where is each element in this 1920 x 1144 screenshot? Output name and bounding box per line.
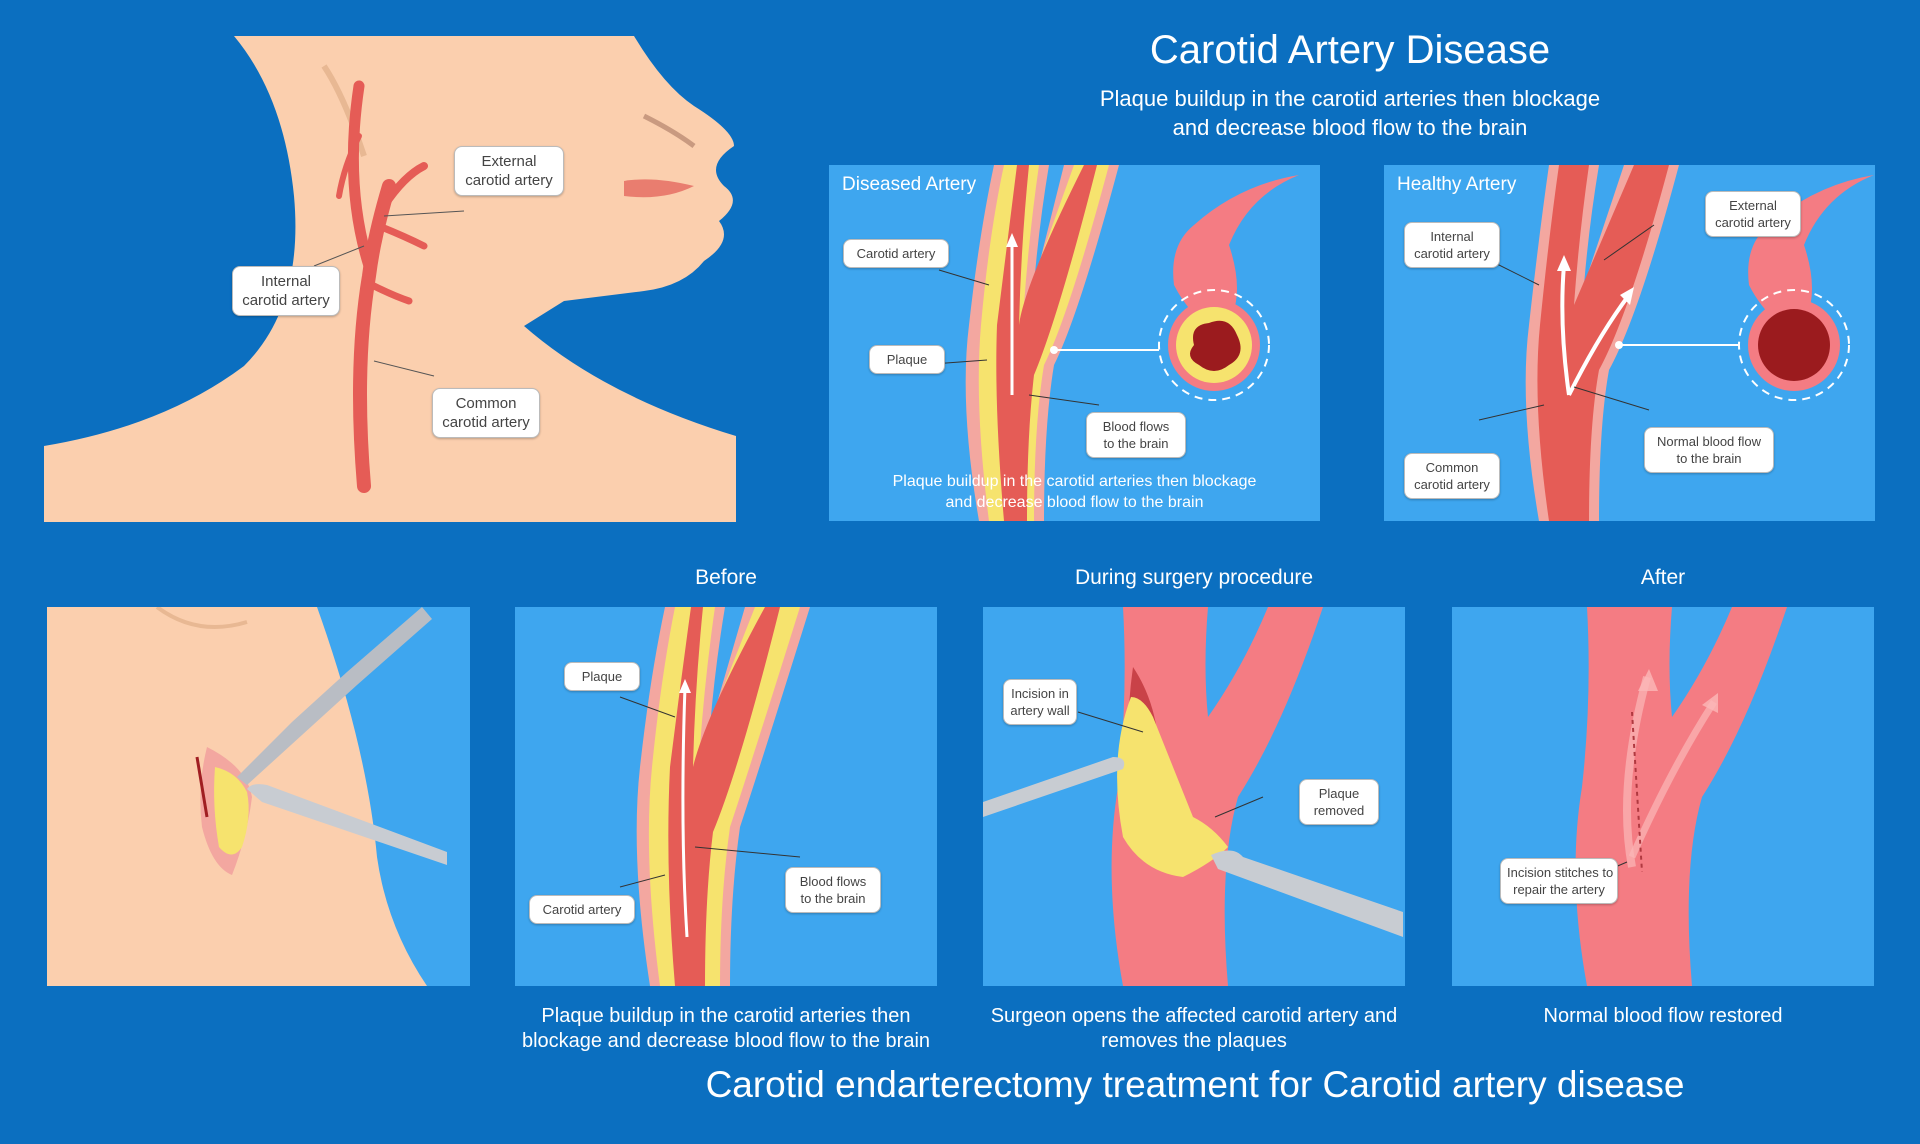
- page-subtitle: Plaque buildup in the carotid arteries t…: [1000, 84, 1700, 142]
- step-title-before: Before: [695, 566, 757, 589]
- caption-during: Surgeon opens the affected carotid arter…: [990, 1005, 1398, 1052]
- label-external-carotid-healthy: External carotid artery: [1705, 191, 1801, 237]
- during-panel: Incision in artery wall Plaque removed: [983, 607, 1405, 986]
- before-artery-illustration: [619, 607, 810, 986]
- after-artery-illustration: [1575, 607, 1787, 986]
- diseased-artery-illustration: [918, 165, 1299, 521]
- subtitle-line-1: Plaque buildup in the carotid arteries t…: [1099, 86, 1601, 111]
- label-plaque: Plaque: [869, 345, 945, 374]
- label-plaque-before: Plaque: [564, 662, 640, 691]
- label-external-carotid: External carotid artery: [454, 146, 564, 196]
- label-internal-carotid-healthy: Internal carotid artery: [1404, 222, 1500, 268]
- label-blood-flows: Blood flows to the brain: [1086, 412, 1186, 458]
- lips: [624, 179, 694, 198]
- caption-before: Plaque buildup in the carotid arteries t…: [521, 1005, 931, 1052]
- healthy-artery-panel: Healthy Artery Internal carotid artery E…: [1384, 165, 1875, 521]
- step-title-after: After: [1640, 566, 1686, 589]
- neck-anatomy-panel: External carotid artery Internal carotid…: [44, 36, 736, 522]
- label-normal-blood-flow: Normal blood flow to the brain: [1644, 427, 1774, 473]
- label-blood-flows-before: Blood flows to the brain: [785, 867, 881, 913]
- during-artery-illustration: [983, 607, 1403, 986]
- label-incision-stitches: Incision stitches to repair the artery: [1500, 858, 1618, 904]
- page-title: Carotid Artery Disease: [1149, 28, 1551, 72]
- surgery-overview-panel: [47, 607, 470, 986]
- diseased-artery-panel: Diseased Artery Carotid artery Plaque Bl…: [829, 165, 1320, 521]
- label-common-carotid: Common carotid artery: [432, 388, 540, 438]
- healthy-panel-title: Healthy Artery: [1397, 174, 1517, 195]
- diseased-panel-title: Diseased Artery: [842, 174, 977, 195]
- label-carotid-artery-before: Carotid artery: [529, 895, 635, 924]
- step-title-during: During surgery procedure: [1074, 566, 1314, 589]
- label-internal-carotid: Internal carotid artery: [232, 266, 340, 316]
- neck-illustration: [44, 36, 736, 522]
- subtitle-line-2: and decrease blood flow to the brain: [1172, 115, 1528, 140]
- diseased-panel-overlay-text: Plaque buildup in the carotid arteries t…: [892, 473, 1257, 511]
- footer-title: Carotid endarterectomy treatment for Car…: [705, 1064, 1685, 1105]
- neck-skin: [44, 36, 736, 522]
- healthy-artery-illustration: [1478, 165, 1874, 521]
- surgery-overview-illustration: [155, 607, 470, 986]
- label-plaque-removed: Plaque removed: [1299, 779, 1379, 825]
- before-panel: Plaque Carotid artery Blood flows to the…: [515, 607, 937, 986]
- label-common-carotid-healthy: Common carotid artery: [1404, 453, 1500, 499]
- label-incision-artery-wall: Incision in artery wall: [1003, 679, 1077, 725]
- label-carotid-artery: Carotid artery: [843, 239, 949, 268]
- after-panel: Incision stitches to repair the artery: [1452, 607, 1874, 986]
- caption-after: Normal blood flow restored: [1543, 1005, 1783, 1027]
